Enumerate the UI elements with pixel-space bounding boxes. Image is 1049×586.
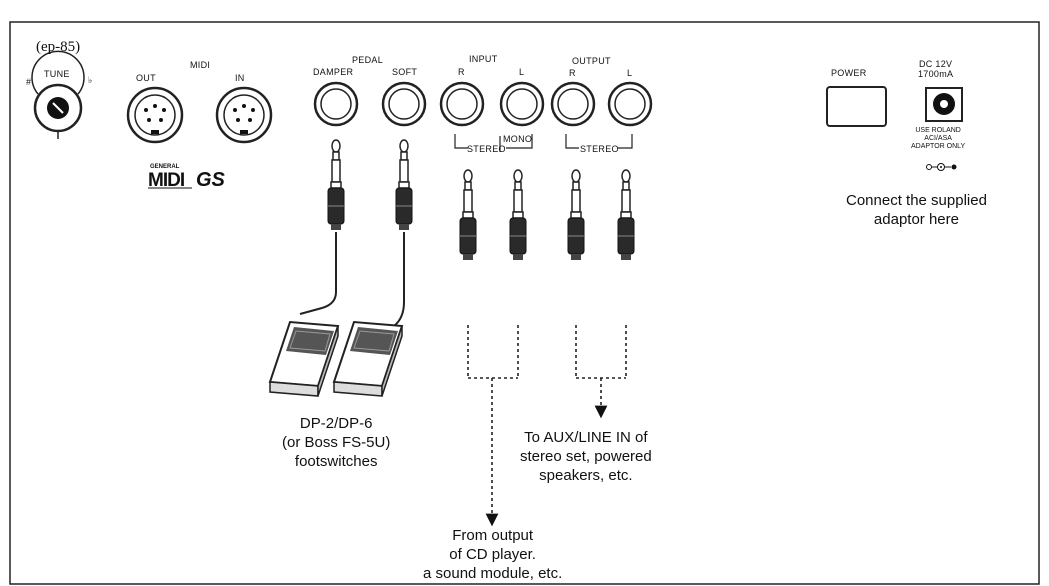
midi-out-port — [126, 86, 184, 144]
output-dotted-connector — [575, 325, 627, 419]
output-l-jack — [607, 81, 653, 127]
damper-jack — [313, 81, 359, 127]
damper-cord — [299, 232, 337, 315]
input-stereo-label: STEREO — [467, 144, 506, 154]
soft-cord — [379, 232, 405, 335]
soft-label: SOFT — [392, 67, 418, 77]
midi-in-label: IN — [235, 73, 245, 83]
input-r-label: R — [458, 67, 465, 77]
soft-jack — [381, 81, 427, 127]
damper-label: DAMPER — [313, 67, 354, 77]
power-label: POWER — [831, 68, 867, 78]
output-title: OUTPUT — [572, 56, 611, 66]
tune-label: TUNE — [44, 69, 70, 79]
polarity-symbol — [926, 163, 957, 171]
cd-input-caption: From output of CD player. a sound module… — [423, 527, 563, 582]
power-switch — [826, 86, 887, 127]
svg-text:GS: GS — [196, 169, 226, 191]
adaptor-note: USE ROLAND ACI/ASA ADAPTOR ONLY — [911, 127, 966, 150]
output-r-label: R — [569, 68, 576, 78]
output-stereo-bracket — [565, 134, 633, 149]
dc-jack — [925, 87, 963, 122]
midi-out-label: OUT — [136, 73, 156, 83]
mono-label: MONO — [503, 134, 533, 144]
pedal-title: PEDAL — [352, 55, 384, 65]
input-r-jack — [439, 81, 485, 127]
general-midi-logo: GENERAL MIDI — [148, 164, 192, 191]
output-l-plug — [617, 169, 635, 260]
input-dotted-connector — [467, 325, 519, 527]
input-r-plug — [459, 169, 477, 260]
dc-rating-label: DC 12V 1700mA — [918, 59, 954, 79]
midi-title: MIDI — [190, 60, 211, 70]
footswitch-caption: DP-2/DP-6 (or Boss FS-5U) footswitches — [282, 415, 391, 470]
output-r-plug — [567, 169, 585, 260]
tune-knob — [31, 50, 85, 139]
output-stereo-label: STEREO — [580, 144, 619, 154]
tune-sharp-mark: # — [26, 77, 32, 87]
adaptor-caption: Connect the supplied adaptor here — [846, 192, 987, 228]
damper-plug — [327, 139, 345, 230]
gs-logo: GS — [196, 169, 226, 191]
output-r-jack — [550, 81, 596, 127]
input-l-plug — [509, 169, 527, 260]
footswitch-pedal-2 — [332, 320, 404, 397]
input-title: INPUT — [469, 54, 498, 64]
input-l-jack — [499, 81, 545, 127]
svg-text:GENERAL: GENERAL — [150, 164, 180, 170]
model-label: (ep-85) — [36, 39, 81, 55]
diagram-frame — [9, 21, 1040, 585]
output-l-label: L — [627, 68, 633, 78]
footswitch-pedal-1 — [268, 320, 340, 397]
tune-flat-mark: ♭ — [88, 75, 93, 85]
midi-in-port — [215, 86, 273, 144]
soft-plug — [395, 139, 413, 230]
phone-plugs — [327, 139, 635, 260]
aux-out-caption: To AUX/LINE IN of stereo set, powered sp… — [520, 429, 652, 484]
input-l-label: L — [519, 67, 525, 77]
input-stereo-bracket — [454, 134, 533, 149]
svg-text:MIDI: MIDI — [148, 170, 185, 191]
